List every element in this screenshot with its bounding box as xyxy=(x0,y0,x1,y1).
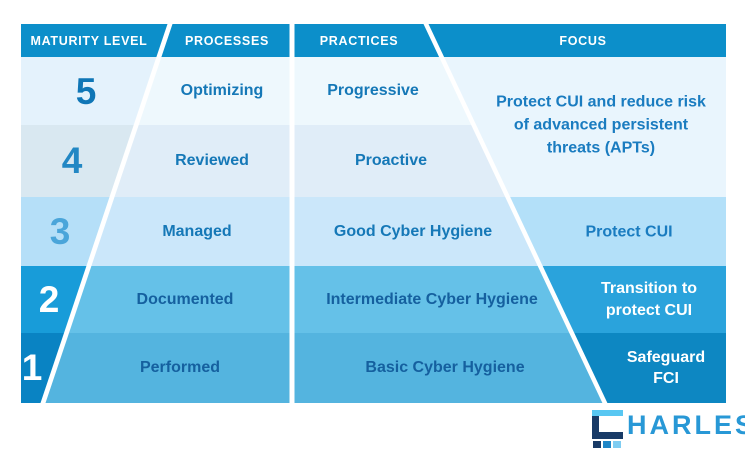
level-5-number-cell-bg xyxy=(21,57,157,125)
logo-c-bottom-bar xyxy=(592,432,623,439)
level-5-process-cell-bg xyxy=(138,57,290,125)
logo-square-light xyxy=(613,441,621,448)
level-3-practice-cell-bg xyxy=(294,197,538,266)
header-cell-maturity-bg xyxy=(21,24,168,57)
level-5-practice-cell-bg xyxy=(294,57,472,125)
focus-merged-label: Protect CUI and reduce risk of advanced … xyxy=(496,91,706,160)
logo-squares xyxy=(593,441,621,448)
level-1-practice-cell-bg xyxy=(294,333,603,403)
level-4-practice-label: Proactive xyxy=(354,152,428,169)
logo-square-blue xyxy=(603,441,611,448)
level-2-practice-label: Intermediate Cyber Hygiene xyxy=(326,291,538,308)
charles-logo-text: HARLES xyxy=(627,410,745,440)
level-1-practice-label: Basic Cyber Hygiene xyxy=(365,359,525,376)
level-1-focus-line-1: Safeguard xyxy=(626,349,706,366)
level-1-number: 1 xyxy=(21,347,43,388)
focus-merged-cell-bg xyxy=(444,57,726,197)
level-4-number-cell-bg xyxy=(21,125,134,197)
level-3-number: 3 xyxy=(49,211,71,252)
level-3-process-label: Managed xyxy=(162,223,232,240)
level-4-practice-cell-bg xyxy=(294,125,506,197)
focus-merged-line-3: threats (APTs) xyxy=(546,139,656,157)
level-3-number-cell-bg xyxy=(21,197,110,266)
logo-c-left-bar xyxy=(592,410,599,439)
level-1-focus-cell-bg xyxy=(574,333,726,403)
focus-merged-line-1: Protect CUI and reduce risk xyxy=(496,93,706,111)
logo-c-top-bar xyxy=(592,410,623,416)
charles-logo-c-mark xyxy=(592,410,623,448)
level-2-focus-line-1: Transition to xyxy=(601,280,697,297)
level-2-focus-label: Transition to protect CUI xyxy=(601,278,697,322)
level-2-focus-line-2: protect CUI xyxy=(605,302,693,319)
header-cell-practices-bg xyxy=(294,24,440,57)
level-2-process-label: Documented xyxy=(136,291,234,308)
header-focus-label: FOCUS xyxy=(559,34,607,48)
level-4-number: 4 xyxy=(61,140,83,181)
header-maturity-level-label: MATURITY LEVEL xyxy=(30,34,148,48)
level-3-practice-label: Good Cyber Hygiene xyxy=(333,223,493,240)
level-5-process-label: Optimizing xyxy=(180,82,264,99)
level-1-focus-line-2: FCI xyxy=(653,370,679,387)
level-3-focus-label: Protect CUI xyxy=(585,223,673,241)
level-3-focus-cell-bg xyxy=(510,197,726,266)
level-4-process-label: Reviewed xyxy=(175,152,249,169)
header-processes-label: PROCESSES xyxy=(184,34,270,48)
level-2-number-cell-bg xyxy=(21,266,87,333)
focus-merged-line-2: of advanced persistent xyxy=(513,116,689,134)
level-5-number: 5 xyxy=(75,71,97,112)
charles-logo: HARLES xyxy=(592,410,745,450)
header-practices-label: PRACTICES xyxy=(319,34,399,48)
level-2-number: 2 xyxy=(38,279,60,320)
header-cell-focus-bg xyxy=(428,24,726,57)
level-2-focus-cell-bg xyxy=(542,266,726,333)
level-5-practice-label: Progressive xyxy=(327,82,419,99)
logo-square-navy xyxy=(593,441,601,448)
level-2-process-cell-bg xyxy=(69,266,290,333)
level-1-process-cell-bg xyxy=(45,333,290,403)
header-cell-processes-bg xyxy=(161,24,290,57)
level-4-process-cell-bg xyxy=(114,125,290,197)
level-2-practice-cell-bg xyxy=(294,266,570,333)
level-1-process-label: Performed xyxy=(139,359,221,376)
level-1-number-cell-bg xyxy=(21,333,64,403)
level-1-focus-label: Safeguard FCI xyxy=(627,347,705,389)
level-3-process-cell-bg xyxy=(91,197,290,266)
